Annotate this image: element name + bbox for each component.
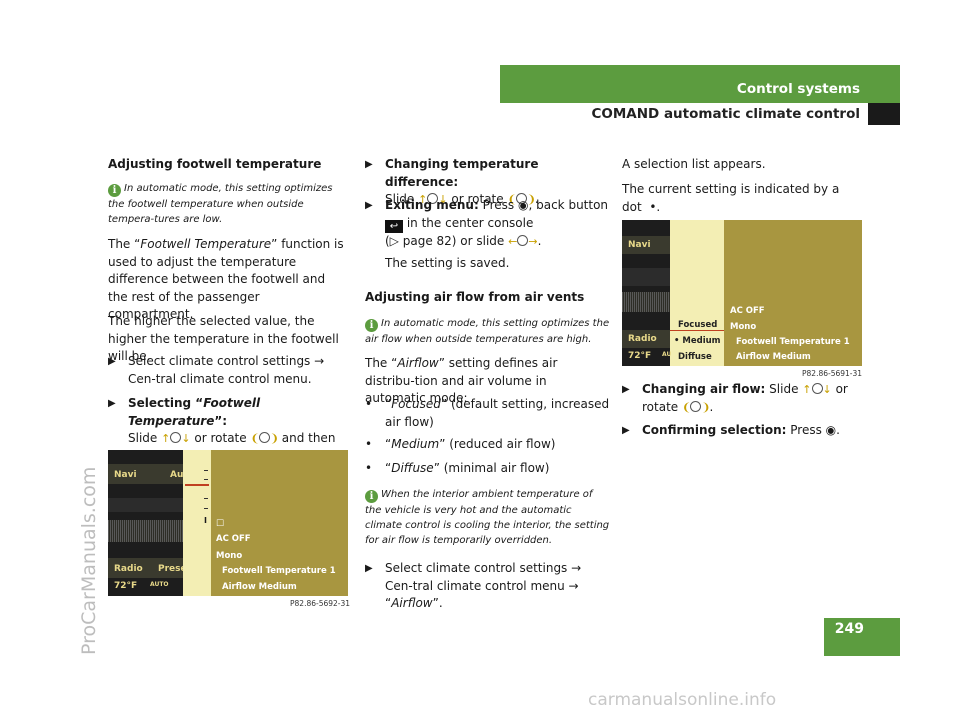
info-icon: i — [365, 490, 378, 503]
screen-navi-label: Navi — [628, 240, 651, 250]
list-item: •“Medium” (reduced air flow) — [365, 437, 556, 451]
rotate-icon: ❨❩ — [682, 400, 710, 414]
step-exit-menu: ▶Exiting menu: Press ◉, back button ↩ in… — [365, 198, 609, 248]
screen-au-label: Au — [170, 470, 184, 480]
screen-row-footwell: Footwell Temperature 1 — [736, 337, 850, 347]
rotate-icon: ❨❩ — [250, 432, 279, 445]
screen-row-ac: AC OFF — [730, 306, 765, 316]
para-selection-list: A selection list appears. — [622, 157, 766, 171]
screen-temp: 72°F — [628, 351, 652, 361]
option-medium[interactable]: • Medium — [674, 336, 721, 346]
screen-row-airflow: Airflow Medium — [736, 352, 811, 362]
step-arrow-icon: ▶ — [622, 425, 630, 436]
page-number-box: 249 — [824, 618, 900, 656]
screen-row-ac: AC OFF — [216, 534, 251, 544]
footer-watermark: carmanualsonline.info — [588, 690, 777, 710]
para-airflow-defines: The “Airflow” setting defines air distri… — [365, 356, 558, 405]
slide-vertical-icon: ↑↓ — [161, 432, 191, 445]
slide-vertical-icon: ↑↓ — [418, 193, 448, 206]
screen-row-airflow: Airflow Medium — [222, 582, 297, 592]
heading-airflow: Adjusting air flow from air vents — [365, 290, 585, 304]
figure-caption-2: P82.86-5691-31 — [802, 369, 863, 378]
option-diffuse[interactable]: Diffuse — [678, 352, 712, 362]
section-title: Control systems — [736, 81, 860, 97]
header-bar: Control systems — [500, 65, 900, 103]
screen-option-list — [670, 220, 724, 366]
page-number: 249 — [834, 621, 864, 637]
rotate-icon: ❨❩ — [507, 193, 536, 206]
step-arrow-icon: ▶ — [365, 563, 373, 574]
screen-navi-label: Navi — [114, 470, 137, 480]
back-button-icon: ↩ — [385, 219, 403, 233]
step-arrow-icon: ▶ — [365, 200, 373, 211]
press-knob-icon: ◉ — [518, 198, 529, 212]
info-icon: i — [365, 319, 378, 332]
screen-row-mono: Mono — [216, 551, 243, 561]
list-item: •“Diffuse” (minimal air flow) — [365, 461, 550, 475]
screen-slider-column — [183, 450, 211, 596]
list-item: •“Focused” (default setting, increased a… — [365, 397, 610, 429]
screen-temp: 72°F — [114, 581, 138, 591]
screen-preset-label: Prese — [158, 564, 187, 574]
para-current-setting: The current setting is indicated by a do… — [622, 182, 840, 214]
slide-horizontal-icon: ←→ — [508, 234, 538, 248]
press-knob-icon: ◉ — [825, 423, 837, 437]
display-screen-footwell: Navi Au Radio Prese 72°F AUTO I □ AC OFF… — [108, 450, 348, 596]
subsection-title: COMAND automatic climate control — [591, 106, 860, 122]
option-focused[interactable]: Focused — [678, 320, 718, 330]
display-screen-airflow: Navi Radio 72°F Focused • Medium Diffuse… — [622, 220, 862, 366]
sidebar-watermark: ProCarManuals.com — [78, 466, 100, 655]
step-arrow-icon: ▶ — [108, 356, 116, 367]
step-confirm-selection: ▶Confirming selection: Press ◉. — [622, 422, 862, 440]
header-tab — [868, 103, 900, 125]
para-saved: The setting is saved. — [385, 256, 510, 270]
slide-vertical-icon: ↑↓ — [802, 383, 832, 396]
step-select-settings: ▶Select climate control settings → Cen-t… — [108, 354, 325, 386]
step-arrow-icon: ▶ — [622, 384, 630, 395]
step-change-airflow: ▶Changing air flow: Slide ↑↓ or rotate ❨… — [622, 382, 848, 414]
screen-row-mono: Mono — [730, 322, 757, 332]
step-arrow-icon: ▶ — [365, 159, 373, 170]
screen-radio-label: Radio — [114, 564, 143, 574]
para-footwell-function: The “Footwell Temperature” function is u… — [108, 237, 344, 321]
heading-footwell: Adjusting footwell temperature — [108, 157, 322, 171]
para-footwell-higher: The higher the selected value, the highe… — [108, 314, 339, 363]
figure-caption-1: P82.86-5692-31 — [290, 599, 351, 608]
step-select-airflow: ▶Select climate control settings → Cen-t… — [365, 561, 582, 610]
step-arrow-icon: ▶ — [108, 398, 116, 409]
info-icon: i — [108, 184, 121, 197]
screen-auto: AUTO — [150, 581, 169, 588]
step-change-temp: ▶Changing temperature difference: Slide … — [365, 157, 539, 206]
screen-row-footwell: Footwell Temperature 1 — [222, 566, 336, 576]
screen-radio-label: Radio — [628, 334, 657, 344]
